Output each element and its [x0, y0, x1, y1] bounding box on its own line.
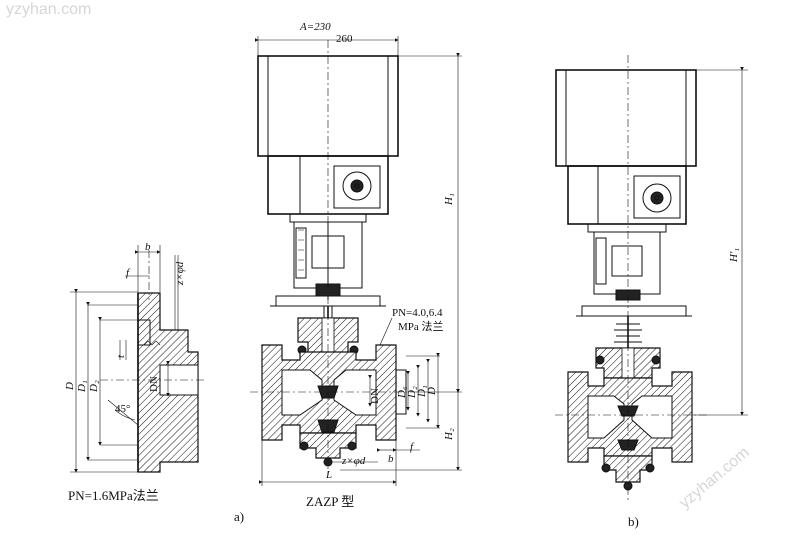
view-b-caption: b) [628, 514, 639, 529]
view-a-dim-H2: H₂ [443, 428, 455, 441]
view-a-dim-b: b [388, 453, 394, 465]
flange-D-label: D [64, 382, 76, 391]
flange-caption: PN=1.6MPa法兰 [68, 488, 159, 503]
view-a-dim-A-bottom: 260 [336, 33, 353, 45]
view-a-dim-D6: D₆ [396, 386, 408, 399]
view-a-dim-L: L [325, 469, 332, 481]
view-a-pn-note-1: PN=4.0,6.4 [392, 307, 443, 319]
flange-D1-label: D₁ [76, 380, 88, 393]
view-a-model: ZAZP 型 [306, 494, 354, 509]
flange-t-label: t [115, 354, 127, 358]
flange-b-label: b [145, 241, 151, 253]
flange-DN-label: DN [148, 376, 160, 392]
valve-view-a [250, 36, 462, 486]
watermark-top: yzyhan.com [6, 1, 91, 18]
view-a-dim-DN: DN [369, 388, 381, 404]
flange-D2-label: D₂ [88, 380, 100, 393]
view-a-dim-H1: H₁ [443, 193, 455, 206]
view-a-dim-holes: z×φd [341, 455, 366, 467]
valve-view-b [555, 55, 748, 500]
view-a-pn-note-2: MPa 法兰 [398, 319, 444, 333]
view-a-dim-f: f [410, 441, 415, 453]
flange-holes-label: z×φd [174, 261, 186, 286]
view-a-dim-D1: D₁ [416, 385, 428, 398]
view-a-dim-A-top: A=230 [299, 21, 331, 33]
view-a-caption: a) [234, 509, 244, 524]
view-a-dim-D2: D₂ [406, 386, 418, 399]
flange-f-label: f [126, 267, 131, 279]
view-b-dim-H1p: H'₁ [728, 248, 740, 263]
flange-angle-label: 45° [115, 403, 130, 415]
view-a-dim-D: D [426, 387, 438, 396]
flange-detail [70, 245, 205, 473]
